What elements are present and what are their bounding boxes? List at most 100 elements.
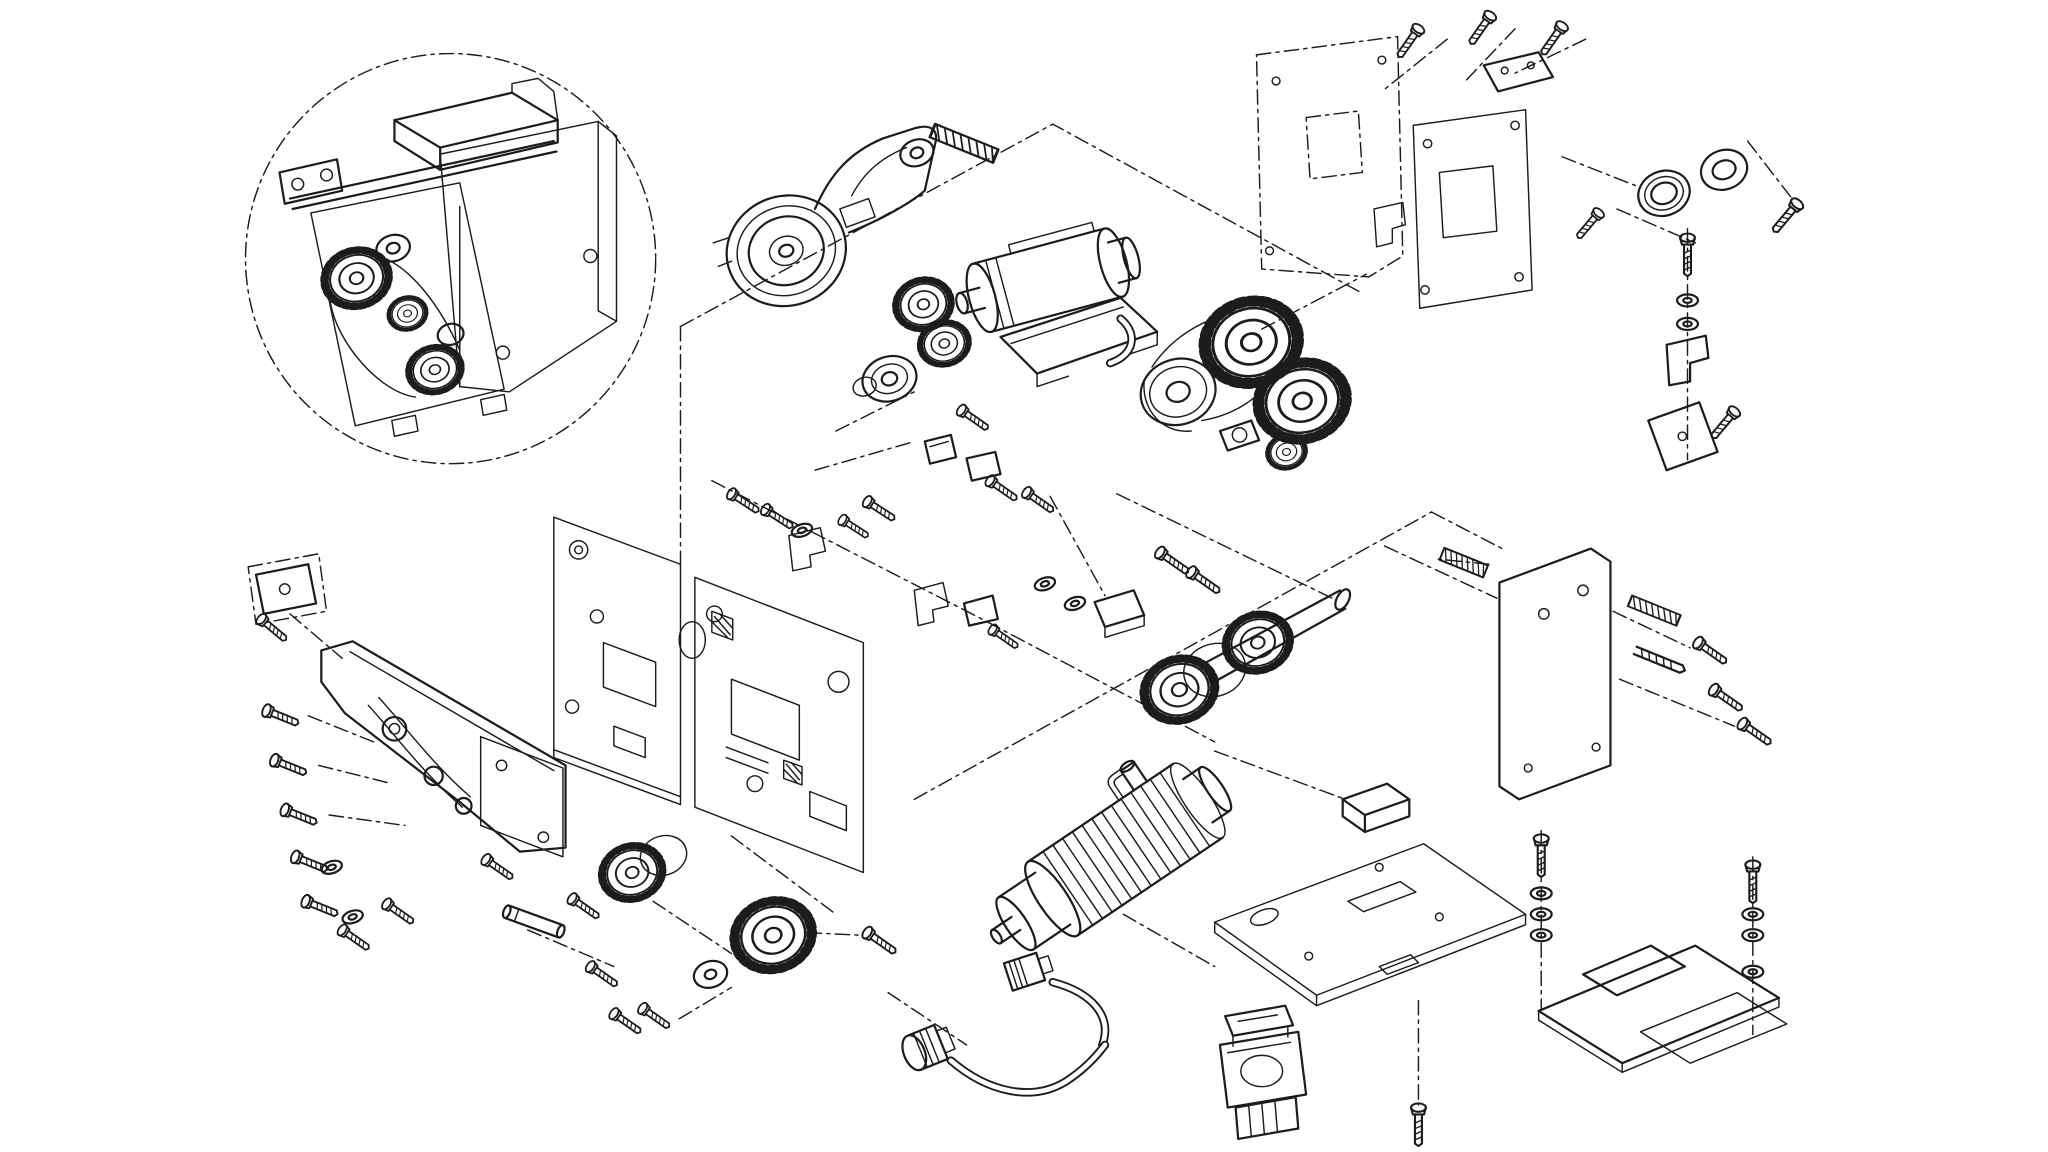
line-art-root	[244, 7, 1807, 1148]
upper-motor-assembly	[852, 221, 1159, 403]
screw-part	[1464, 7, 1499, 49]
screw-part	[582, 958, 622, 992]
side-plate	[479, 735, 564, 858]
coil-spring	[1626, 594, 1682, 627]
stacked-plates	[1537, 944, 1788, 1074]
motor-housing	[989, 759, 1233, 952]
screw-part	[1183, 563, 1225, 599]
spacer-block	[965, 450, 1002, 482]
screw-part	[253, 611, 291, 646]
motor-bracket	[999, 296, 1159, 388]
tension-spring	[928, 122, 1000, 165]
angle-bracket	[788, 526, 827, 572]
screw-part	[953, 402, 993, 435]
washer-part	[318, 857, 345, 878]
screw-part	[982, 472, 1022, 506]
encoder-module	[1218, 1004, 1308, 1141]
small-plate	[1647, 401, 1719, 472]
round-connector	[901, 1023, 956, 1072]
frame-plate-left	[553, 516, 682, 806]
spacer-block-large	[1093, 589, 1146, 639]
screw-part	[298, 892, 341, 922]
cable-harness	[901, 951, 1110, 1097]
coil-spring	[1438, 546, 1489, 579]
bearing-seals	[1637, 148, 1807, 238]
belt-pulley	[1139, 357, 1217, 427]
phantom-panel	[1255, 35, 1404, 278]
hatched-tabs	[711, 610, 803, 786]
roller-back	[639, 834, 688, 877]
screw-part	[334, 921, 374, 955]
bottom-right-plates	[1529, 829, 1788, 1074]
main-frame-plates	[553, 516, 865, 874]
threaded-rod	[1632, 645, 1687, 674]
bearing-ring	[1637, 169, 1691, 218]
clevis-pin	[501, 904, 566, 939]
screw-part	[1019, 484, 1058, 518]
base-plate	[1213, 782, 1527, 1148]
angle-bracket	[913, 581, 949, 627]
gear-part	[1250, 353, 1355, 449]
spacer-block	[962, 594, 999, 627]
idler-pulley	[712, 194, 847, 308]
screw-part	[379, 895, 418, 929]
detail-circle-border	[244, 52, 657, 465]
lower-left-fasteners	[478, 830, 733, 1039]
screw-part	[635, 1000, 674, 1033]
side-panel	[1436, 546, 1776, 801]
screw-part	[1690, 634, 1731, 669]
assembled-unit	[278, 77, 618, 427]
roller-back	[1183, 642, 1247, 698]
screw-part	[1409, 1102, 1427, 1148]
detail-view	[244, 52, 657, 465]
gear-part	[385, 293, 429, 334]
screw-part	[1767, 195, 1807, 238]
cover-plate	[1482, 51, 1555, 93]
top-fitting	[1107, 759, 1149, 802]
tensioner-assembly	[712, 122, 1000, 308]
screw-part	[1734, 715, 1776, 750]
roller-shaft-assembly	[1136, 588, 1352, 730]
screw-part	[1706, 403, 1744, 444]
z-bracket	[1665, 334, 1710, 387]
washer-part	[1031, 573, 1058, 594]
guard-panel	[1412, 108, 1533, 309]
connector-block	[1224, 1004, 1295, 1047]
gear-part	[1195, 291, 1307, 394]
tensioner-arm	[813, 125, 938, 234]
screw-part	[259, 701, 302, 731]
left-bracket-assembly	[247, 553, 567, 955]
screw-part	[478, 851, 517, 885]
bracket-arm	[320, 640, 567, 853]
ribbed-base	[1234, 1096, 1300, 1141]
washer-part	[339, 906, 366, 927]
screw-part	[859, 924, 901, 959]
module-body	[1218, 1030, 1308, 1109]
screw-part	[267, 751, 310, 781]
mounting-feet	[391, 393, 508, 437]
center-fasteners	[724, 402, 1225, 653]
construction-lines	[679, 28, 1793, 1046]
screw-part	[277, 801, 321, 830]
plate-outline	[1213, 843, 1527, 1007]
panel	[1498, 547, 1612, 801]
angle-bracket	[1373, 201, 1407, 248]
gear-belt-cluster	[1139, 291, 1355, 473]
washer-part	[1062, 593, 1088, 614]
screw-part	[859, 493, 899, 526]
ribbed-pulley	[852, 354, 918, 403]
sprocket-gear	[726, 891, 901, 980]
frame-plate-right	[678, 576, 865, 874]
upper-right-panels	[1255, 7, 1607, 309]
seal-ring	[1699, 148, 1749, 191]
knurled-roller	[595, 838, 670, 907]
gear-part	[726, 891, 821, 980]
screw-part	[564, 890, 604, 924]
idler-link	[1218, 419, 1261, 452]
screw-part	[758, 501, 797, 534]
belt-run	[1151, 310, 1242, 368]
detail-gears	[318, 233, 466, 398]
gear-part	[1219, 606, 1298, 679]
